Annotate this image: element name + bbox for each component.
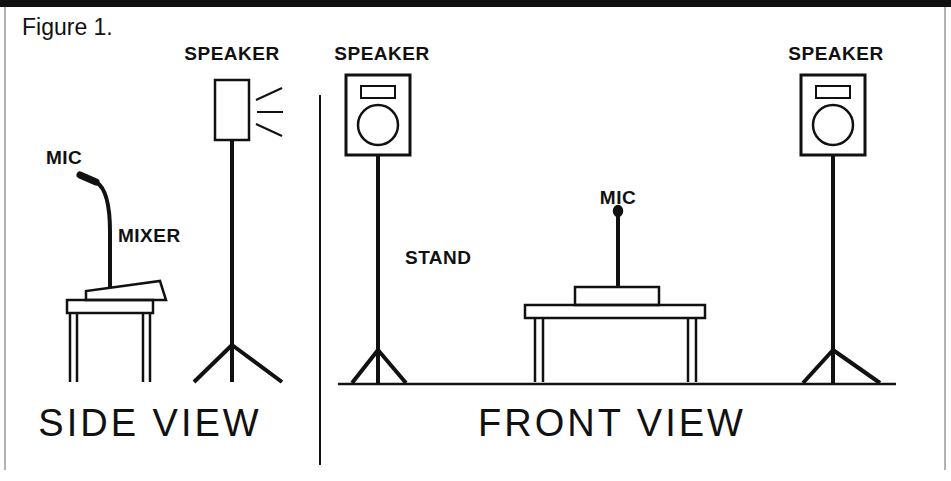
sound-lines (256, 88, 283, 136)
top-bar (0, 0, 951, 7)
frame-line (944, 7, 946, 470)
view-label: SIDE VIEW (38, 404, 261, 442)
part-label: SPEAKER (334, 44, 429, 63)
part-label: MIC (600, 188, 636, 207)
part-label: SPEAKER (184, 44, 279, 63)
view-label: FRONT VIEW (478, 404, 746, 442)
stand-side (194, 140, 282, 382)
mic-side (80, 175, 96, 182)
figure-title: Figure 1. (22, 16, 113, 39)
speaker-side (215, 80, 249, 140)
part-label: MIC (46, 148, 82, 167)
mic-front (614, 206, 622, 216)
stand-front-right (803, 155, 880, 383)
mixer-side (86, 281, 166, 300)
part-label: STAND (405, 248, 472, 267)
stand-front-left (352, 155, 406, 383)
mic-stand-front (616, 214, 620, 287)
floor-line (338, 383, 896, 386)
part-label: SPEAKER (788, 44, 883, 63)
mic-stand-side (96, 182, 110, 288)
table-front (525, 305, 705, 382)
part-label: MIXER (118, 226, 181, 245)
mixer-front (575, 287, 659, 305)
frame-line (4, 7, 6, 470)
speaker-front-left (346, 75, 410, 155)
table-side (67, 300, 153, 382)
divider (319, 95, 321, 465)
speaker-front-right (801, 75, 865, 155)
